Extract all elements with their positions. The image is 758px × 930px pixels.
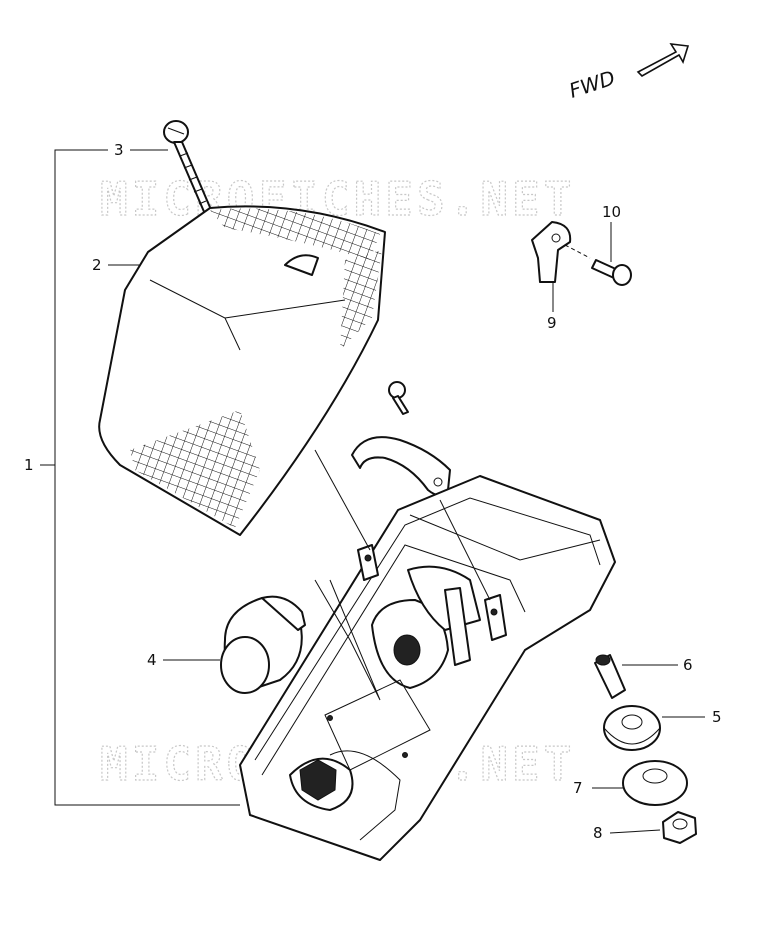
tail-lamp-lens (98, 205, 386, 536)
leader-lines (108, 149, 705, 834)
callout-4: 4 (147, 651, 157, 669)
mounting-collar (594, 654, 626, 699)
reflector-bracket (531, 221, 591, 283)
forward-direction-indicator: FWD (566, 43, 690, 103)
callout-7: 7 (573, 779, 583, 797)
assembly-bracket-line (54, 149, 240, 806)
lens-screw (163, 120, 213, 215)
washer (622, 760, 688, 806)
callout-8: 8 (593, 824, 603, 842)
hex-nut (662, 811, 697, 844)
callout-1: 1 (24, 456, 34, 474)
callout-5: 5 (712, 708, 722, 726)
grommet (603, 705, 661, 751)
bracket-bolt (591, 259, 632, 286)
callout-3: 3 (114, 141, 124, 159)
callout-6: 6 (683, 656, 693, 674)
fwd-label: FWD (566, 66, 618, 103)
callout-10: 10 (602, 203, 621, 221)
lamp-housing (239, 449, 616, 861)
lamp-bulb (220, 595, 306, 694)
callout-2: 2 (92, 256, 102, 274)
callout-9: 9 (547, 314, 557, 332)
bulb-clamp (351, 381, 451, 496)
forward-arrow-icon (636, 43, 690, 77)
